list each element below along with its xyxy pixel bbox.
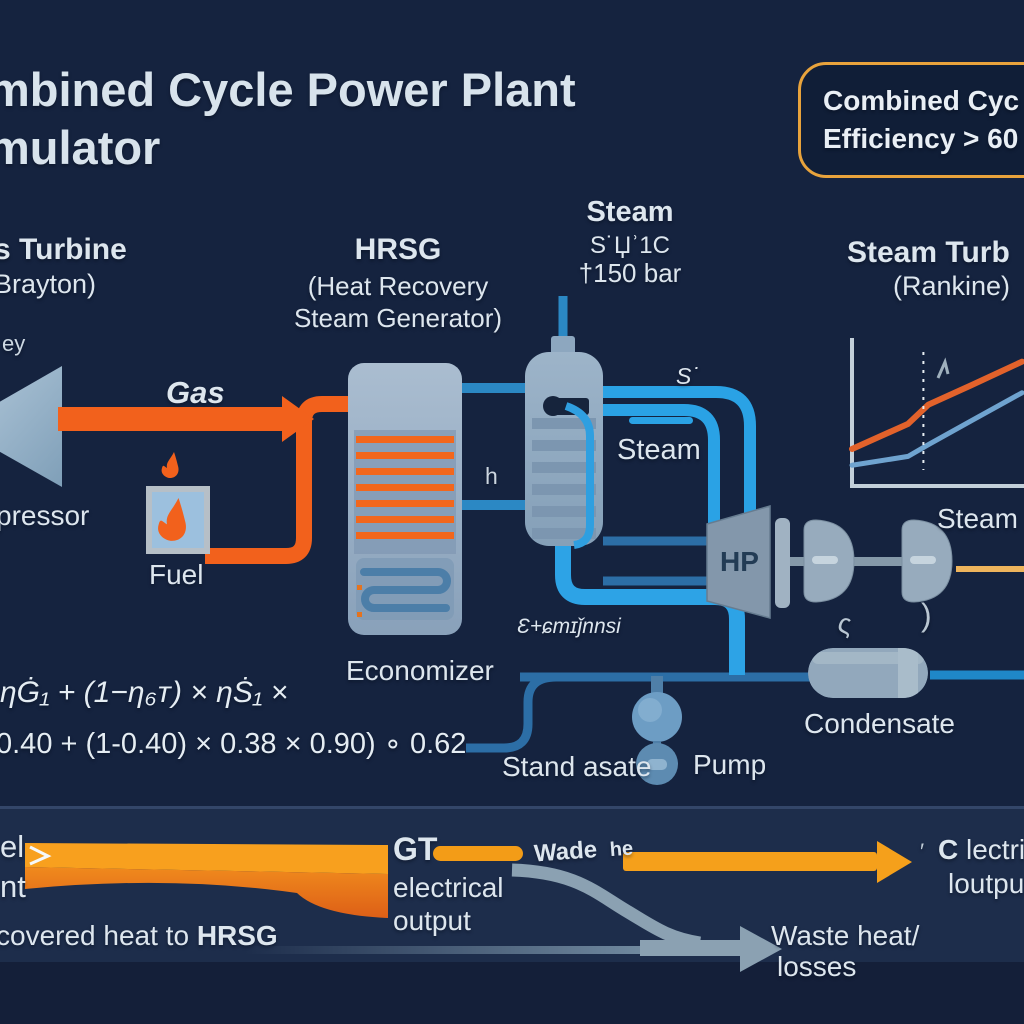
hp-outlet-bar	[775, 518, 790, 608]
steam-turbine-subtitle: (Rankine)	[893, 271, 1011, 301]
fuel-input-fragment-2: nt	[0, 869, 26, 904]
gas-turbine-subtitle: Brayton)	[0, 269, 97, 299]
fuel-input-fragment-1: el	[0, 829, 25, 864]
efficiency-badge: Combined Cyc Efficiency > 60	[798, 62, 1024, 178]
steam-pipe-outer	[603, 386, 756, 524]
condensate-tank	[808, 648, 928, 698]
fuel-input-chevron	[29, 845, 52, 866]
waste-heat-label-1: Waste heat/	[771, 920, 920, 951]
gt-output-pill	[433, 846, 523, 861]
s-glyph: S˙	[676, 363, 699, 389]
wade-small: he	[609, 837, 634, 862]
bottom-strip	[0, 962, 1024, 1024]
fuel-label: Fuel	[149, 559, 204, 590]
band-top-line	[0, 806, 1024, 809]
economizer-coil	[360, 568, 451, 612]
waste-heat-label-2: losses	[777, 951, 857, 982]
recovered-heat-band	[245, 946, 703, 954]
steam-pressure-label: †150 bar	[578, 258, 682, 288]
recovered-heat-label: covered heat to HRSG	[0, 920, 278, 951]
pump	[632, 676, 682, 785]
badge-line2: Efficiency > 60	[823, 123, 1019, 154]
compressor-shape	[0, 366, 62, 487]
fuel-flow-dark	[25, 867, 388, 918]
recovered-hrsg: HRSG	[196, 920, 278, 951]
badge-line1: Combined Cyc	[823, 85, 1020, 117]
generator-dome-1	[803, 519, 855, 603]
gt-electrical-label: electrical	[393, 872, 504, 903]
sankey-band-background	[0, 809, 1024, 962]
electric-output-label-2: loutput	[948, 868, 1024, 899]
electric-output-arrow-head	[877, 841, 912, 883]
fuel-flow-bright	[25, 843, 388, 874]
orange-curve	[849, 358, 1024, 452]
steam-turbine-title: Steam Turb	[847, 236, 1010, 269]
drum-hose	[564, 402, 594, 549]
compressor-label: pressor	[0, 500, 90, 531]
sankey-flows	[25, 841, 912, 972]
steam-right-label: Steam	[937, 503, 1018, 534]
hrsg-subtitle-1: (Heat Recovery	[307, 271, 489, 301]
steam-mid-label: Steam	[617, 434, 701, 466]
hrsg-subtitle-2: Steam Generator)	[293, 303, 503, 333]
condensate-label: Condensate	[804, 708, 956, 739]
page-title-line2: mulator	[0, 121, 161, 174]
gas-turbine-title: s Turbine	[0, 233, 127, 266]
h-glyph: h	[485, 463, 498, 489]
pump-label: Pump	[693, 749, 767, 780]
steam-pipe-inner	[603, 404, 720, 524]
emissions-garbled-label: Ɛ+ɕmɪǰnnsi	[517, 615, 621, 638]
pipes	[205, 296, 1024, 753]
blue-curve	[849, 390, 1024, 468]
steam-conditions-title: Steam	[586, 196, 674, 228]
page-title-line1: mbined Cycle Power Plant	[0, 63, 576, 116]
efficiency-formula-numeric: 0.40 + (1-0.40) × 0.38 × 0.90) ∘ 0.62	[0, 728, 467, 760]
electric-rest: lectric	[966, 834, 1024, 865]
pump-branch-pipe	[466, 672, 557, 753]
electric-output-label-1: C lectric	[938, 834, 1024, 865]
steam-drum	[525, 336, 603, 549]
efficiency-formula-symbolic: ›ηĠ₁ + (1−η₆ᴛ) × ηṠ₁ ×	[0, 676, 289, 709]
electric-output-arrow-body	[623, 852, 877, 871]
hp-turbine	[706, 505, 771, 619]
economizer-label: Economizer	[346, 655, 494, 686]
hp-turbine-label: HP	[720, 546, 759, 577]
gas-label: Gas	[166, 375, 225, 410]
waste-arrow-body	[640, 940, 742, 956]
drum-bottom-pipe	[555, 542, 745, 675]
waste-arrow-head	[740, 926, 782, 972]
steam-conditions-garbled: S˙Џʾ1C	[590, 232, 670, 259]
electric-c: C	[938, 834, 959, 865]
key-fragment: ey	[2, 331, 26, 356]
wade-main: Wade	[533, 836, 598, 868]
flame-icon-small	[161, 452, 179, 478]
squiggle-glyph-right: )	[921, 597, 932, 633]
hrsg-title: HRSG	[354, 233, 442, 266]
fuel-box	[146, 452, 210, 554]
recovered-prefix: covered heat to	[0, 920, 197, 951]
gt-label: GT	[393, 831, 438, 867]
gt-output-label: output	[393, 905, 471, 936]
tick-glyph: ′	[920, 839, 925, 864]
inset-chart	[849, 338, 1024, 488]
inset-chart-arrow-glyph	[936, 357, 950, 379]
inset-chart-axes	[850, 338, 1024, 488]
shaft	[790, 557, 936, 566]
gas-arrow-body	[58, 407, 282, 431]
stand-asate-label: Stand asate	[502, 751, 652, 782]
hrsg-hot-gas-tubes	[356, 436, 454, 539]
generator-dome-2	[901, 519, 953, 603]
gas-arrow-head	[282, 396, 314, 442]
steam-dash	[629, 417, 693, 424]
flame-icon-large	[158, 498, 186, 541]
waste-heat-curve	[511, 863, 702, 950]
hrsg-vessel	[348, 363, 462, 635]
drum-slats	[532, 418, 596, 539]
